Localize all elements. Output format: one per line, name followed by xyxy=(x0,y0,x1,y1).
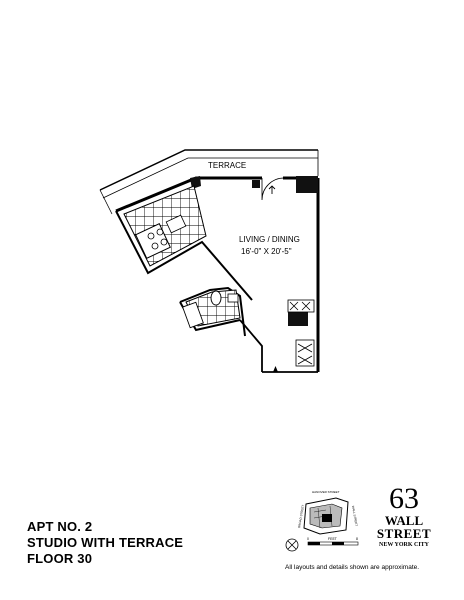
building-city: NEW YORK CITY xyxy=(378,542,429,548)
keyplan-street-left: BROAD STREET xyxy=(297,504,305,528)
building-line1: WALL xyxy=(384,513,424,528)
bathroom xyxy=(182,289,241,329)
key-plan: HANOVER STREET BROAD STREET WALL STREET … xyxy=(285,490,359,552)
room-size: 16'-0" X 20'-5" xyxy=(241,247,292,256)
terrace xyxy=(99,149,319,215)
keyplan-street-top: HANOVER STREET xyxy=(312,490,340,494)
apartment-number: APT NO. 2 xyxy=(27,519,93,534)
scale-end: 8 xyxy=(356,537,358,541)
keyplan-street-right: WALL STREET xyxy=(351,505,359,526)
floor-plan: TERRACE LIVING / DINING 16'-0" X 20'-5" xyxy=(99,149,320,373)
apartment-floor: FLOOR 30 xyxy=(27,551,93,566)
kitchen xyxy=(123,185,207,267)
scale-bar xyxy=(307,541,359,546)
room-name: LIVING / DINING xyxy=(239,235,300,244)
building-line2: STREET xyxy=(376,526,432,541)
building-logo: 63 WALL STREET NEW YORK CITY xyxy=(372,484,436,549)
terrace-label: TERRACE xyxy=(208,161,246,170)
structural-columns xyxy=(190,176,318,326)
terrace-door xyxy=(261,177,285,201)
scale-label: FEET xyxy=(328,537,338,541)
entry-marker xyxy=(273,366,278,372)
scale-start: 0 xyxy=(307,537,309,541)
closets xyxy=(287,299,315,367)
apartment-type: STUDIO WITH TERRACE xyxy=(27,535,184,550)
keyplan-building xyxy=(303,497,349,535)
building-number: 63 xyxy=(389,482,419,515)
disclaimer-text: All layouts and details shown are approx… xyxy=(285,564,420,571)
north-arrow-icon xyxy=(285,538,299,552)
apartment-info: APT NO. 2 STUDIO WITH TERRACE FLOOR 30 xyxy=(27,519,183,567)
